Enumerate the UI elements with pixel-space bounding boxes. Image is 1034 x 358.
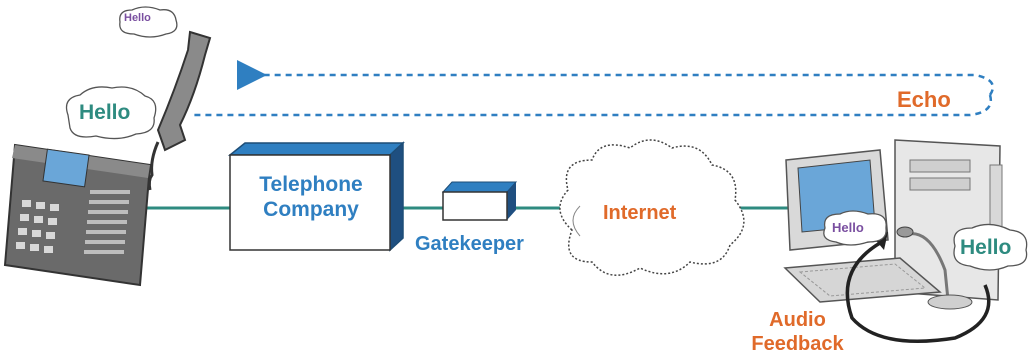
handset-icon [147, 30, 212, 191]
telephone-company-line1: Telephone [259, 173, 363, 196]
internet-label: Internet [603, 202, 677, 224]
speech-bubble-icon [65, 6, 1028, 271]
telephone-company-label: Telephone Company [230, 172, 392, 222]
audio-feedback-line1: Audio [769, 309, 826, 331]
echo-path-lower [190, 94, 993, 117]
echo-path [237, 60, 995, 96]
server-box-icon [227, 141, 405, 252]
hello-bubble-pc-large: Hello [960, 236, 1012, 259]
cloud-icon [559, 139, 745, 276]
hello-bubble-phone-small: Hello [124, 12, 151, 24]
microphone-icon [896, 226, 973, 310]
hello-bubble-pc-small: Hello [832, 220, 864, 235]
audio-feedback-label: Audio Feedback [720, 308, 875, 356]
audio-feedback-line2: Feedback [751, 333, 844, 355]
hello-bubble-phone-large: Hello [79, 101, 131, 124]
computer-icon [783, 139, 1003, 303]
echo-label: Echo [897, 87, 951, 112]
feedback-arrow [845, 241, 991, 344]
telephone-icon [3, 143, 152, 287]
telephone-company-line2: Company [263, 198, 359, 221]
gatekeeper-label: Gatekeeper [415, 233, 524, 255]
gatekeeper-device-icon [441, 181, 518, 221]
